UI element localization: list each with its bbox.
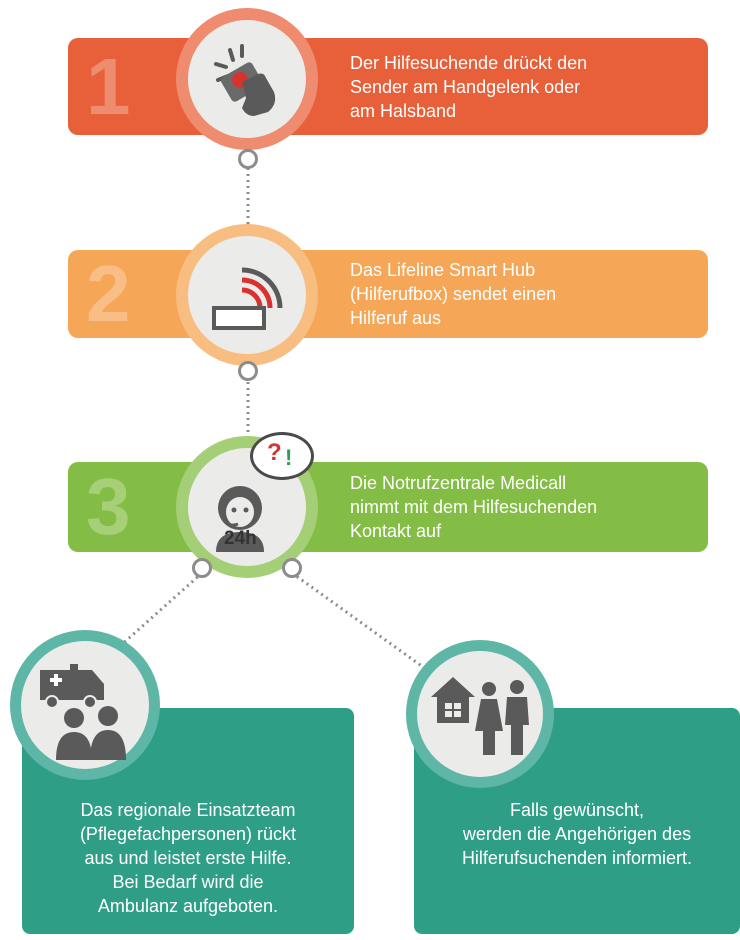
- 24h-badge: 24h: [224, 528, 257, 549]
- speech-bubble-icon: ? !: [250, 432, 314, 480]
- house-family-icon: [431, 677, 529, 755]
- step-1-text: Der Hilfesuchende drückt den Sender am H…: [350, 52, 588, 121]
- step-3-number: 3: [86, 462, 131, 551]
- step-2-banner: 2 Das Lifeline Smart Hub (Hilferufbox) s…: [68, 250, 708, 338]
- step-3-banner: 3 Die Notrufzentrale Medicall nimmt mit …: [68, 462, 708, 552]
- call-center-agent-icon: [216, 486, 264, 552]
- step-2-text: Das Lifeline Smart Hub (Hilferufbox) sen…: [350, 260, 557, 328]
- outcome-relatives-box: Falls gewünscht, werden die Angehörigen …: [414, 708, 740, 934]
- step-3-text: Die Notrufzentrale Medicall nimmt mit de…: [350, 473, 598, 541]
- step-1-connector-node: [238, 149, 258, 169]
- step-1-banner: 1 Der Hilfesuchende drückt den Sender am…: [68, 38, 708, 135]
- step-2-connector-node: [238, 361, 258, 381]
- ambulance-nurses-icon: [40, 664, 126, 760]
- exclamation-mark: !: [285, 445, 293, 470]
- step-1-icon-ring: [176, 8, 318, 150]
- question-mark: ?: [267, 439, 282, 466]
- step-2-icon-ring: [176, 224, 318, 366]
- outcome-right-icon-ring: [406, 640, 554, 788]
- outcome-left-icon-ring: [10, 630, 160, 780]
- smart-hub-signal-icon: [212, 267, 283, 330]
- step-1-number: 1: [86, 41, 131, 131]
- step-3-icon-ring: 24h: [176, 436, 318, 578]
- step-3-connector-node-right: [282, 558, 302, 578]
- step-3-connector-node-left: [192, 558, 212, 578]
- step-2-number: 2: [86, 250, 131, 338]
- button-press-icon: [214, 44, 276, 116]
